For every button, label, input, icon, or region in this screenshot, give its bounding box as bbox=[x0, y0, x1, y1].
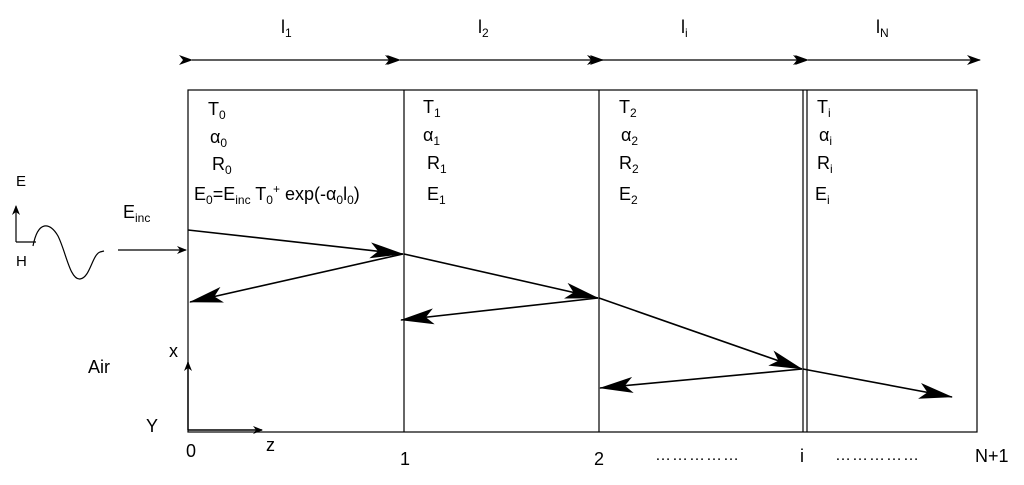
ray-path bbox=[187, 229, 953, 399]
width-label-li: li bbox=[681, 17, 688, 40]
ray-transmit-2 bbox=[598, 297, 803, 370]
interface-label-0: 0 bbox=[186, 441, 197, 461]
width-label-l2: l2 bbox=[478, 17, 489, 40]
layer1-alpha: α1 bbox=[423, 125, 441, 148]
layer1-E: E1 bbox=[427, 184, 446, 207]
ray-reflect-2 bbox=[599, 368, 803, 393]
ray-transmit-i bbox=[802, 368, 953, 399]
ellipsis-dots-2: …………… bbox=[835, 447, 920, 464]
interface-label-2: 2 bbox=[594, 449, 605, 469]
layer1-T: T1 bbox=[423, 97, 441, 120]
layeri-T: Ti bbox=[817, 97, 831, 120]
layer0-T: T0 bbox=[208, 99, 226, 122]
interface-label-1: 1 bbox=[400, 449, 411, 469]
y-axis-label: Y bbox=[146, 416, 159, 436]
e-axis-label: E bbox=[16, 173, 27, 190]
layer0-alpha: α0 bbox=[210, 127, 228, 150]
coordinate-axes bbox=[184, 361, 263, 434]
ray-reflect-1 bbox=[400, 297, 599, 325]
incident-wave bbox=[32, 225, 105, 280]
layer0-R: R0 bbox=[212, 154, 232, 177]
ellipsis-dots-1: …………… bbox=[655, 447, 740, 464]
layeri-R: Ri bbox=[817, 153, 833, 176]
width-label-lN: lN bbox=[876, 17, 889, 40]
ray-reflect-0 bbox=[189, 253, 404, 303]
layer1-R: R1 bbox=[427, 153, 447, 176]
interface-label-i: i bbox=[800, 446, 804, 466]
layer2-R: R2 bbox=[619, 153, 639, 176]
width-label-l1: l1 bbox=[281, 17, 292, 40]
layeri-E: Ei bbox=[815, 184, 830, 207]
interface-label-N1: N+1 bbox=[975, 446, 1009, 466]
h-axis-label: H bbox=[16, 253, 27, 270]
x-axis-label: x bbox=[169, 341, 178, 361]
ray-transmit-1 bbox=[403, 253, 599, 299]
layer-boxes bbox=[187, 89, 978, 433]
layer2-T: T2 bbox=[619, 97, 637, 120]
layer2-E: E2 bbox=[619, 184, 638, 207]
eh-axes bbox=[12, 205, 36, 243]
layeri-alpha: αi bbox=[819, 125, 833, 148]
layer-frame bbox=[187, 89, 978, 433]
incident-label: Einc bbox=[123, 202, 151, 225]
layer2-alpha: α2 bbox=[621, 125, 639, 148]
z-axis-label: z bbox=[266, 435, 275, 455]
layer0-equation: E0=Einc T0+ exp(-α0l0) bbox=[194, 182, 360, 207]
ray-transmit-0 bbox=[187, 229, 404, 259]
medium-label: Air bbox=[88, 357, 110, 377]
